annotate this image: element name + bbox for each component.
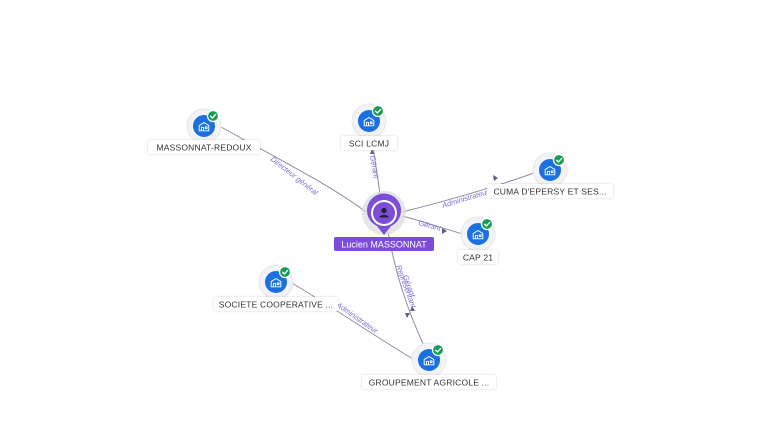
label-box <box>458 250 498 264</box>
person-node-center[interactable]: Lucien MASSONNAT <box>334 191 434 251</box>
company-node-cuma[interactable]: CUMA D'EPERSY ET SES... <box>487 152 613 198</box>
company-label: SOCIETE COOPERATIVE ... <box>219 300 334 310</box>
label-box <box>214 297 338 311</box>
company-label: GROUPEMENT AGRICOLE ... <box>369 378 490 388</box>
edge-label: Gérant <box>368 155 381 180</box>
person-label: Lucien MASSONNAT <box>341 240 427 250</box>
label-box <box>341 136 397 150</box>
company-node-societe-coop[interactable]: SOCIETE COOPERATIVE ... <box>214 264 338 311</box>
edge-label: Gérant <box>417 218 442 233</box>
label-box <box>148 140 260 154</box>
company-node-sci-lcmj[interactable]: SCI LCMJ <box>341 103 397 150</box>
company-node-cap21[interactable]: CAP 21 <box>458 216 498 264</box>
verified-check-icon <box>480 217 494 231</box>
person-icon <box>379 207 389 218</box>
arrow-icon <box>442 228 447 234</box>
edge-label: Administrateur <box>440 187 490 210</box>
company-label: CUMA D'EPERSY ET SES... <box>493 187 606 197</box>
edge-line <box>289 281 416 361</box>
edge-label: Directeur général <box>269 154 320 197</box>
arrow-icon <box>410 306 415 311</box>
verified-check-icon <box>371 104 385 118</box>
company-label: MASSONNAT-REDOUX <box>156 143 251 153</box>
company-node-massonnat-redoux[interactable]: MASSONNAT-REDOUX <box>148 108 260 154</box>
company-label: SCI LCMJ <box>349 139 389 149</box>
arrow-icon <box>493 175 498 181</box>
label-box <box>487 184 613 198</box>
edge-gerant-cap21[interactable]: Gérant <box>401 215 464 235</box>
verified-check-icon <box>431 343 445 357</box>
person-label-box <box>334 237 434 251</box>
verified-check-icon <box>206 109 220 123</box>
company-node-groupement[interactable]: GROUPEMENT AGRICOLE ... <box>362 342 496 389</box>
arrow-icon <box>370 149 374 154</box>
verified-check-icon <box>278 265 292 279</box>
edge-administrateur-societe[interactable]: Administrateur <box>289 281 416 361</box>
edge-line <box>401 215 464 235</box>
edge-label: Administrateur <box>334 300 380 336</box>
edge-line <box>220 126 367 213</box>
verified-check-icon <box>552 153 566 167</box>
label-box <box>362 375 496 389</box>
edge-gerant-sci[interactable]: Gérant <box>368 133 381 197</box>
arrow-icon <box>405 313 410 318</box>
edge-line <box>401 171 538 213</box>
company-label: CAP 21 <box>463 253 493 263</box>
